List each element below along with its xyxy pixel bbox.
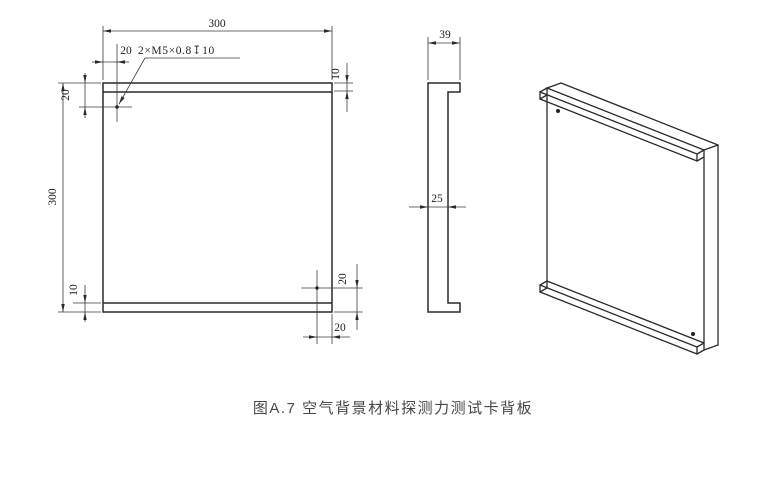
dim-hole-offset-x-top: 20 <box>120 45 132 57</box>
dim-rail-height-bottom: 10 <box>68 284 80 296</box>
iso-top-rail <box>539 87 705 162</box>
thread-callout: 2×M5×0.8↧10 <box>138 45 215 57</box>
dim-height-left: 300 <box>47 188 59 206</box>
front-arrowheads <box>61 29 359 339</box>
dim-overall-depth: 39 <box>439 29 451 41</box>
iso-hole-bottom-right <box>691 332 695 336</box>
side-profile-outline <box>427 82 461 313</box>
side-arrowheads <box>420 41 460 209</box>
front-plate-outline <box>102 82 333 313</box>
front-hole-top-left <box>115 105 119 109</box>
side-dimension-lines <box>409 37 466 208</box>
dim-plate-thickness: 25 <box>431 193 443 205</box>
dim-width-top: 300 <box>208 18 226 30</box>
figure-caption: 图A.7 空气背景材料探测力测试卡背板 <box>253 399 533 417</box>
isometric-view <box>539 82 719 355</box>
dim-hole-offset-x-bottom: 20 <box>334 322 346 334</box>
iso-hole-top-left <box>556 109 560 113</box>
front-hole-bottom-right <box>315 286 319 290</box>
front-view: 300 20 2×M5×0.8↧10 10 20 300 10 20 20 <box>47 18 363 344</box>
side-view: 39 25 <box>409 29 466 313</box>
dim-hole-offset-y-right: 20 <box>337 273 349 285</box>
iso-bottom-rail <box>539 280 705 355</box>
dim-rail-height-right: 10 <box>330 68 342 80</box>
dim-hole-offset-y-left: 20 <box>60 89 72 101</box>
iso-plate <box>546 82 719 351</box>
